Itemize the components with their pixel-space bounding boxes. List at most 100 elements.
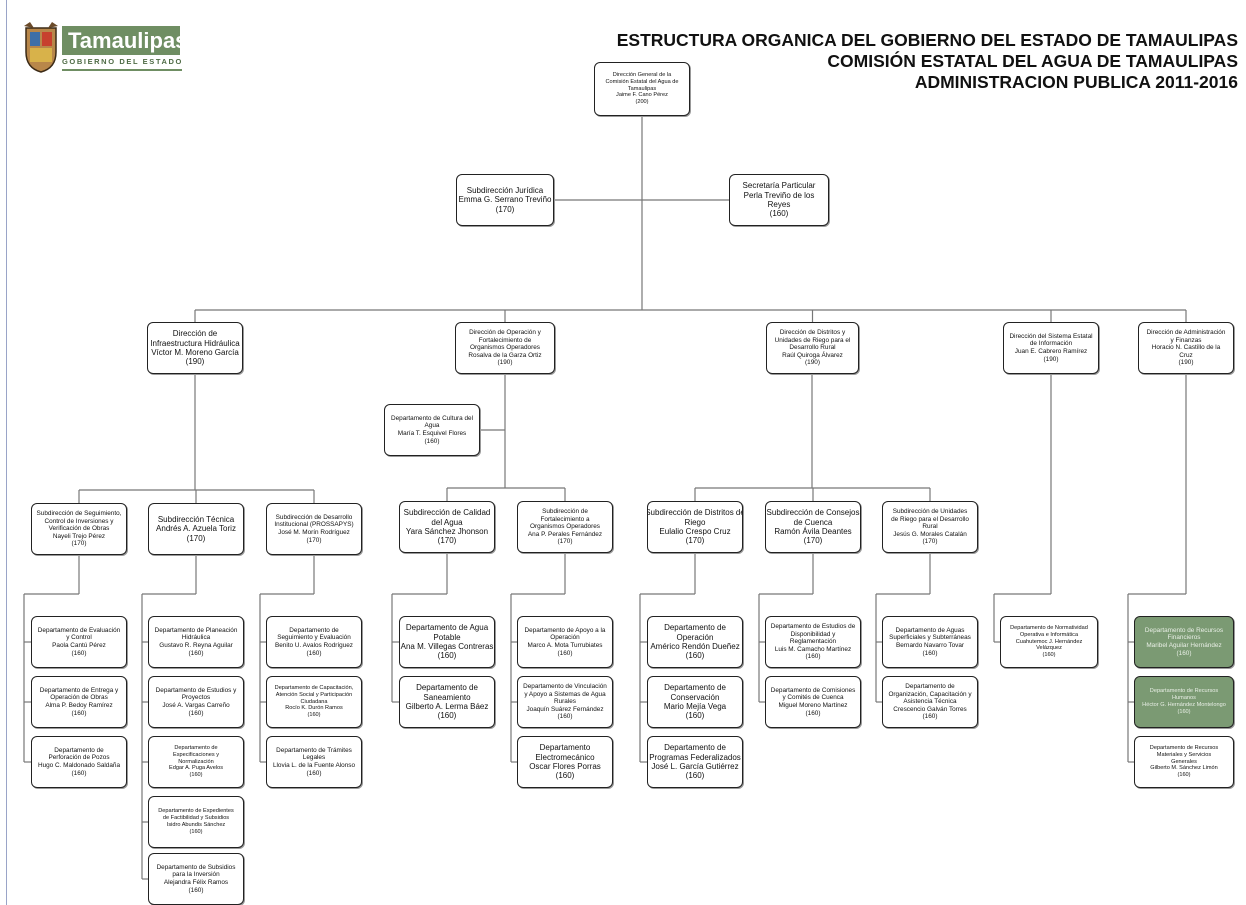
org-box-line: (160) — [71, 649, 87, 657]
org-box-line: Departamento de Cultura del — [390, 414, 474, 422]
org-box-line: Operativa e Informática — [1019, 631, 1079, 638]
org-box-line: (160) — [685, 711, 705, 721]
org-box-line: Luis M. Camacho Martínez — [774, 645, 852, 653]
org-box-line: Disponibilidad y — [790, 630, 836, 638]
tamaulipas-logo: Tamaulipas GOBIERNO DEL ESTADO — [22, 22, 187, 74]
org-box-line: Rosalva de la Garza Ortiz — [468, 351, 542, 359]
org-box-line: (170) — [186, 533, 206, 543]
org-box-line: Atención Social y Participación — [275, 691, 353, 698]
org-box-line: (160) — [306, 649, 322, 657]
org-box-line: Bernardo Navarro Tovar — [895, 642, 965, 649]
org-box-line: Miguel Moreno Martínez — [778, 702, 848, 709]
org-box-line: Gilberto A. Lerma Báez — [405, 702, 489, 711]
org-box-line: (160) — [189, 828, 203, 835]
title-line-1: ESTRUCTURA ORGANICA DEL GOBIERNO DEL EST… — [616, 30, 1238, 50]
org-box-line: Departamento de Capacitación, — [274, 685, 354, 691]
org-box-line: Nayeli Trejo Pérez — [52, 532, 106, 540]
org-box-line: Operación — [550, 634, 580, 642]
org-box-line: de Riego para el Desarrollo — [891, 515, 969, 523]
org-box-line: (160) — [1177, 708, 1191, 715]
org-box-line: Hugo C. Maldonado Saldaña — [37, 762, 121, 769]
org-box-line: Asistencia Técnica — [903, 698, 957, 706]
org-box-line: Programas Federalizados — [649, 752, 741, 762]
org-box-line: (160) — [71, 709, 87, 717]
org-box-line: Departamento de — [664, 683, 726, 693]
org-box-line: (160) — [922, 649, 938, 657]
org-box-line: Fortalecimiento de — [478, 336, 532, 344]
org-box-line: Oscar Flores Porras — [529, 762, 601, 771]
org-box-line: Riego — [684, 517, 706, 527]
logo-underline — [62, 69, 182, 71]
org-box-line: de Cuenca — [793, 517, 833, 527]
org-box-line: (160) — [769, 209, 789, 219]
org-box-line: Crescencio Galván Torres — [893, 705, 967, 713]
org-box-line: (160) — [685, 651, 705, 661]
org-box-line: Departamento de Aguas — [895, 626, 965, 634]
org-box-line: Departamento de — [416, 683, 478, 693]
org-box-line: Electromecánico — [535, 752, 595, 762]
org-box-line: Mario Mejía Vega — [663, 702, 727, 711]
org-box-line: Normalización — [178, 758, 214, 765]
org-box-line: Humanos — [1172, 695, 1196, 702]
org-box-line: Conservación — [670, 692, 720, 702]
org-box-line: de Información — [1029, 340, 1073, 348]
org-box-line: Departamento de — [664, 623, 726, 633]
org-box-line: (200) — [635, 99, 649, 106]
org-box-line: Operación de Obras — [50, 694, 108, 702]
org-box-line: Organismos Operadores — [530, 523, 600, 531]
org-box-line: Desarrollo Rural — [789, 344, 836, 352]
org-box-line: Unidades de Riego para el — [774, 336, 851, 344]
org-box-line: Departamento de — [664, 743, 726, 753]
org-box-line: (160) — [188, 709, 204, 717]
org-box-line: Ramón Ávila Deantes — [774, 527, 852, 536]
org-box-line: (170) — [685, 536, 705, 546]
org-box-line: Juan E. Cabrero Ramírez — [1014, 348, 1088, 355]
org-box-line: Departamento de Recursos — [1149, 688, 1219, 695]
org-box-line: de Factibilidad y Subsidios — [162, 815, 230, 822]
org-box-line: Departamento de Planeación — [154, 626, 238, 634]
title-line-2: COMISIÓN ESTATAL DEL AGUA DE TAMAULIPAS — [827, 51, 1238, 71]
org-box-line: Gilberto M. Sánchez Limón — [1150, 765, 1218, 772]
org-box-line: (160) — [437, 651, 457, 661]
org-box-line: Yara Sánchez Jhonson — [405, 527, 489, 536]
org-box-line: Departamento de Trámites — [276, 746, 352, 754]
org-box-line: y Control — [66, 634, 92, 642]
org-box-i2: Departamento de Capacitación,Atención So… — [266, 676, 362, 728]
org-box-line: (190) — [497, 359, 513, 367]
org-box-line: Subdirección de Unidades — [892, 508, 968, 516]
org-box-line: Subdirección Jurídica — [466, 185, 544, 195]
org-box-line: y Finanzas — [1170, 336, 1202, 344]
org-box-line: Perforación de Pozos — [48, 754, 110, 762]
org-box-line: Benito U. Avalos Rodríguez — [274, 642, 354, 649]
org-box-line: Departamento de — [174, 745, 218, 751]
org-box-line: (170) — [922, 538, 938, 546]
org-box-line: Subdirección de Calidad — [403, 508, 491, 518]
logo-wordmark: Tamaulipas — [62, 26, 187, 55]
org-box-s11: Subdirección de Seguimiento,Control de I… — [31, 503, 127, 555]
org-box-line: Departamento de Apoyo a la — [524, 626, 606, 634]
org-box-line: Departamento de Estudios y — [155, 686, 237, 694]
org-box-line: Subdirección de Consejos — [766, 508, 860, 518]
org-box-line: Dirección de Distritos y — [779, 329, 846, 337]
org-box-line: Rocío K. Durón Ramos — [285, 705, 343, 712]
org-box-line: (170) — [71, 540, 87, 548]
org-box-line: Emma G. Serrano Treviño — [458, 195, 552, 205]
org-box-line: (160) — [188, 649, 204, 657]
org-box-line: Secretaría Particular — [742, 181, 816, 191]
org-box-line: del Agua — [431, 517, 463, 527]
